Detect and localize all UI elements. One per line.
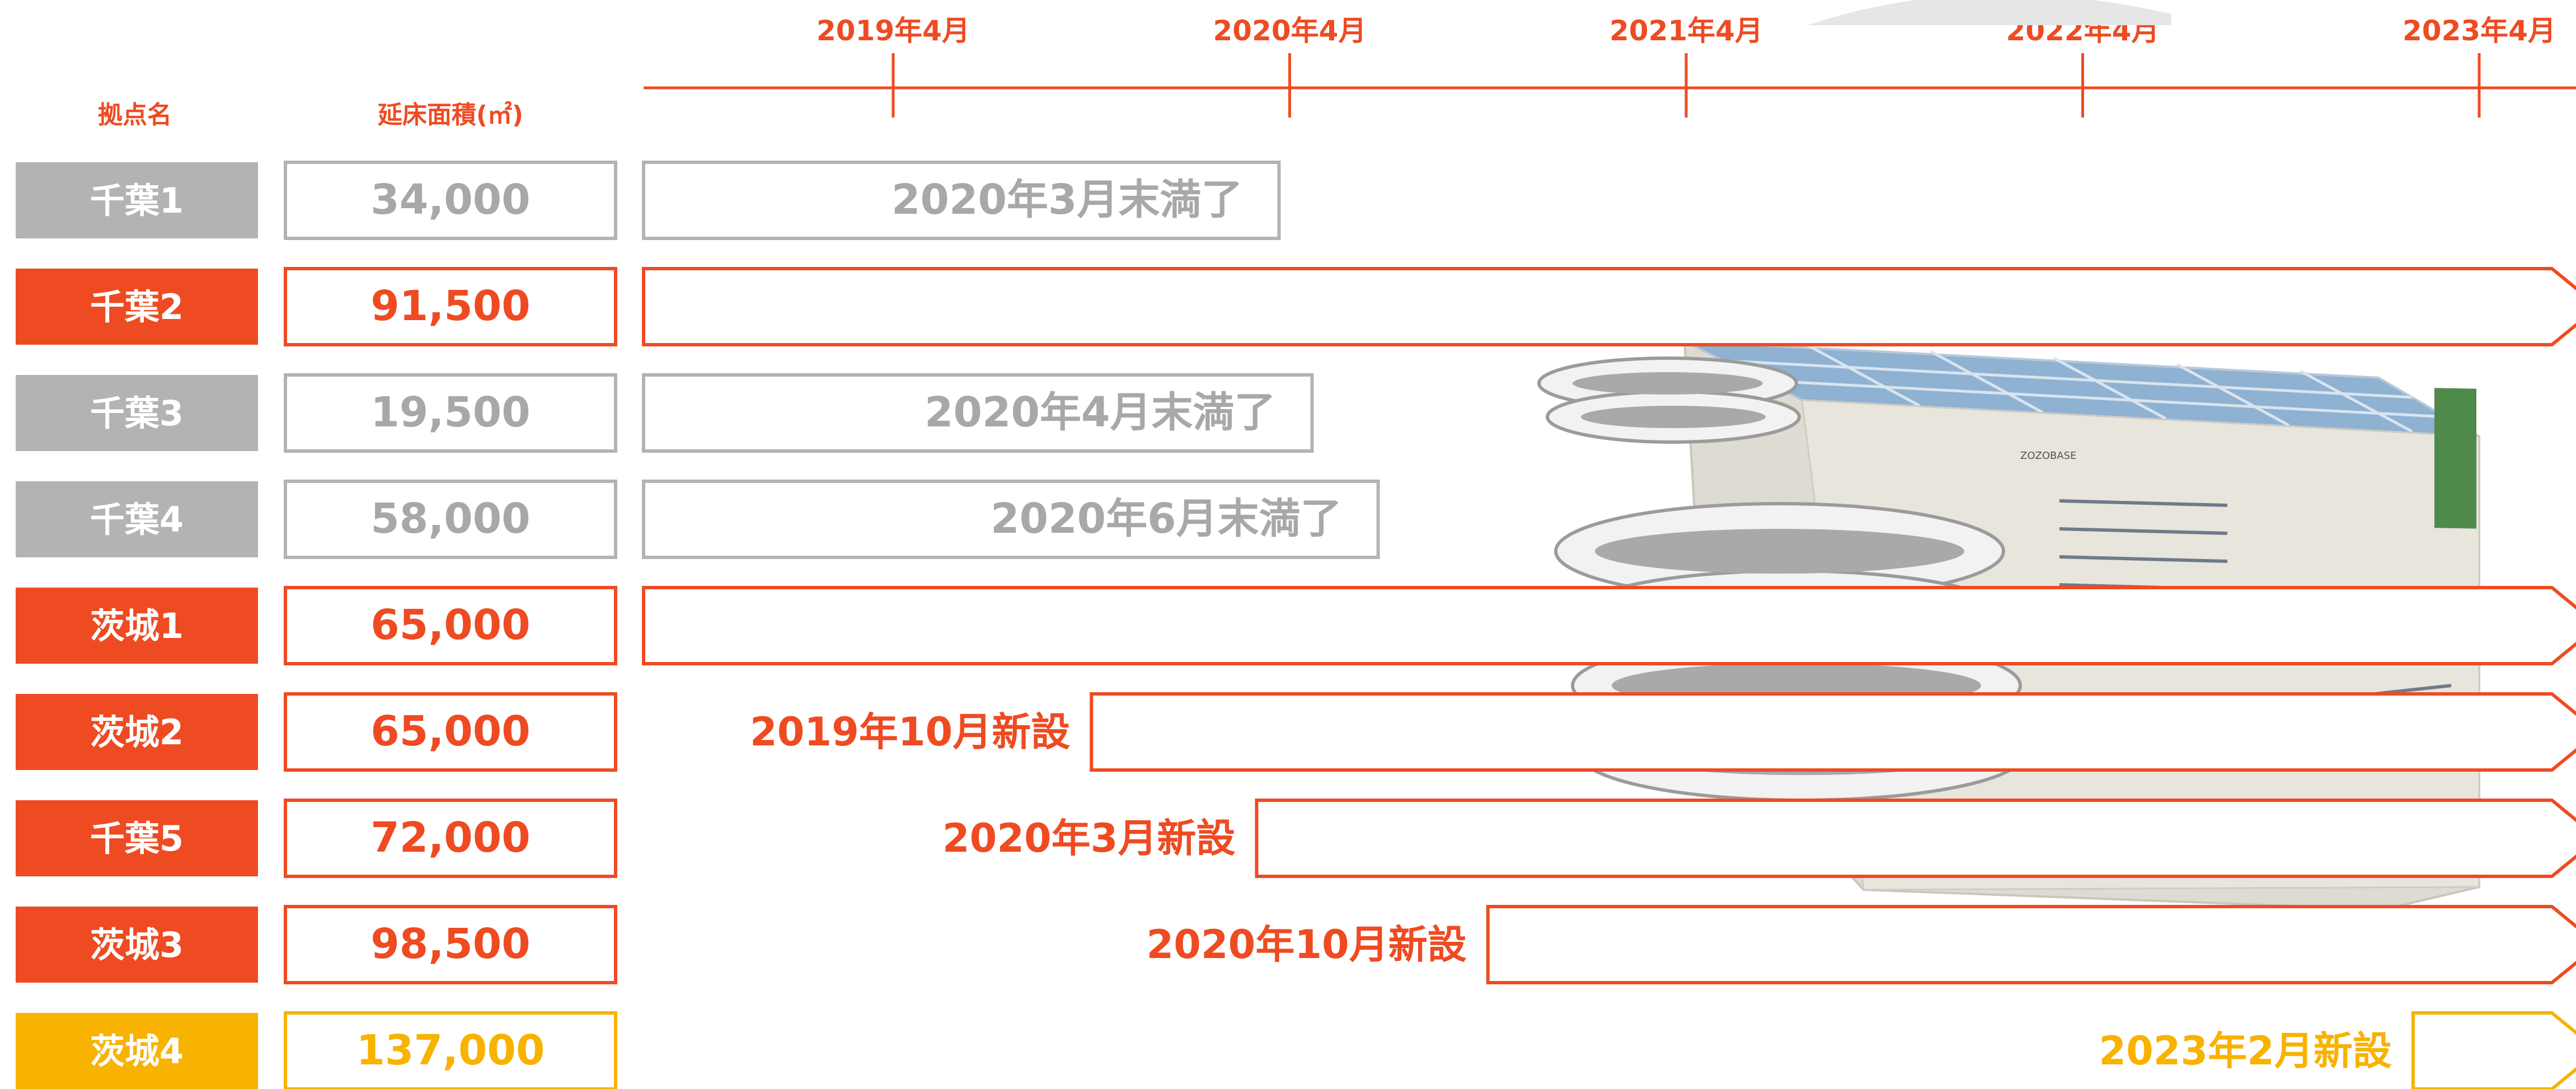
floor-area-box	[284, 1011, 617, 1089]
site-name: 茨城4	[90, 1031, 184, 1072]
period-bar	[642, 480, 1380, 559]
site-row: 千葉2 91,500	[16, 267, 2576, 346]
period-bar	[1255, 799, 2576, 878]
site-name-badge	[16, 269, 258, 345]
axis-tick-label: 2021年4月	[1610, 15, 1763, 47]
warehouse-illustration: ZOZOBASE	[1537, 0, 2480, 911]
period-label: 2020年4月末満了	[925, 388, 1275, 436]
site-row: 千葉4 58,000 2020年6月末満了	[16, 480, 1380, 559]
floor-area-box	[284, 373, 617, 453]
floor-area-value: 137,000	[356, 1026, 545, 1074]
period-bar	[642, 586, 2576, 665]
site-row: 千葉1 34,000 2020年3月末満了	[16, 161, 1281, 240]
site-name-badge	[16, 588, 258, 664]
site-row: 茨城3 98,500 2020年10月新設	[16, 905, 2576, 984]
floor-area-value: 98,500	[370, 920, 531, 968]
site-name: 茨城1	[90, 605, 184, 646]
floor-area-box	[284, 586, 617, 665]
floor-area-value: 72,000	[370, 814, 531, 862]
site-row: 茨城1 65,000	[16, 586, 2576, 665]
floor-area-box	[284, 161, 617, 240]
period-bar	[2411, 1011, 2576, 1089]
header-area: 延床面積(㎡)	[378, 101, 523, 129]
floor-area-box	[284, 905, 617, 984]
floor-area-value: 65,000	[370, 707, 531, 755]
site-row: 茨城4 137,000 2023年2月新設	[16, 1011, 2576, 1089]
svg-text:ZOZOBASE: ZOZOBASE	[2020, 450, 2076, 462]
floor-area-value: 91,500	[370, 282, 531, 330]
site-name-badge	[16, 481, 258, 557]
site-name: 千葉1	[90, 180, 184, 221]
period-label: 2023年2月新設	[2099, 1028, 2392, 1074]
axis-tick-label: 2023年4月	[2403, 15, 2556, 47]
period-bar	[642, 373, 1314, 453]
floor-area-value: 34,000	[370, 176, 531, 224]
floor-area-box	[284, 799, 617, 878]
floor-area-value: 58,000	[370, 495, 531, 543]
header-name: 拠点名	[98, 101, 172, 129]
floor-area-value: 19,500	[370, 388, 531, 436]
period-label: 2019年10月新設	[750, 709, 1070, 755]
floor-area-box	[284, 692, 617, 772]
site-row: 千葉5 72,000 2020年3月新設	[16, 799, 2576, 878]
site-row: 茨城2 65,000 2019年10月新設	[16, 692, 2576, 772]
site-name: 千葉3	[90, 393, 184, 434]
period-bar	[642, 161, 1281, 240]
axis-tick-label: 2020年4月	[1213, 15, 1367, 47]
site-name-badge	[16, 162, 258, 238]
site-name: 茨城3	[90, 924, 184, 965]
site-name-badge	[16, 800, 258, 876]
site-name-badge	[16, 907, 258, 983]
site-name-badge	[16, 375, 258, 451]
floor-area-value: 65,000	[370, 601, 531, 649]
site-row: 千葉3 19,500 2020年4月末満了	[16, 373, 1314, 453]
site-name: 千葉5	[90, 818, 184, 859]
period-bar	[642, 267, 2576, 346]
period-bar	[1090, 692, 2576, 772]
floor-area-box	[284, 267, 617, 346]
floor-area-box	[284, 480, 617, 559]
site-name: 千葉2	[90, 287, 184, 327]
period-label: 2020年3月新設	[942, 815, 1236, 861]
site-name: 茨城2	[90, 712, 184, 753]
period-label: 2020年6月末満了	[991, 495, 1341, 543]
site-name-badge	[16, 1013, 258, 1089]
period-bar	[1486, 905, 2576, 984]
site-name: 千葉4	[90, 499, 184, 540]
axis-tick-label: 2019年4月	[817, 15, 970, 47]
period-label: 2020年10月新設	[1147, 922, 1467, 968]
period-label: 2020年3月末満了	[891, 176, 1242, 224]
site-name-badge	[16, 694, 258, 770]
